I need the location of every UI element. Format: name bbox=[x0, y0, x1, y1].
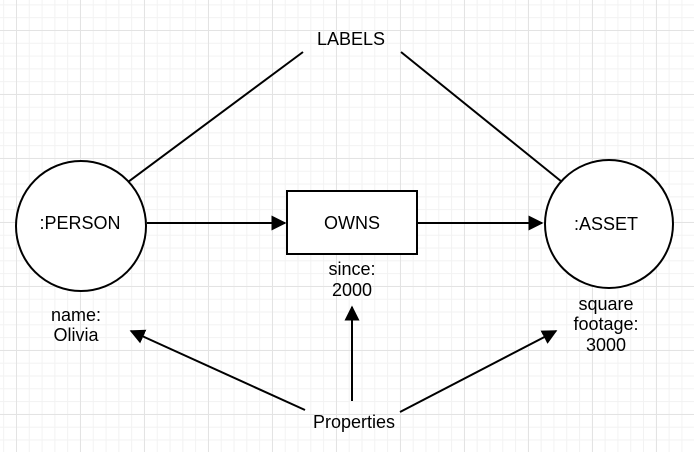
owns-property-line-1: since: bbox=[328, 259, 375, 279]
owns-relationship-box[interactable] bbox=[286, 190, 418, 255]
person-node-label: :PERSON bbox=[39, 213, 120, 233]
arrow-properties-to-person-property[interactable] bbox=[129, 329, 306, 411]
person-property-line-1: name: bbox=[51, 305, 101, 325]
asset-node-label: :ASSET bbox=[574, 214, 638, 234]
asset-property-line-3: 3000 bbox=[586, 335, 626, 355]
annotations: LABELS Properties name: Olivia since: 20… bbox=[51, 29, 639, 432]
owns-property-line-2: 2000 bbox=[332, 280, 372, 300]
asset-property-line-1: square bbox=[578, 294, 633, 314]
edges bbox=[95, 51, 595, 413]
nodes: :PERSON OWNS :ASSET bbox=[15, 159, 674, 292]
asset-property-text[interactable]: square footage: 3000 bbox=[573, 294, 638, 355]
owns-property-text[interactable]: since: 2000 bbox=[328, 259, 375, 300]
person-node[interactable] bbox=[15, 160, 147, 292]
person-property-text[interactable]: name: Olivia bbox=[51, 305, 101, 345]
asset-node[interactable] bbox=[544, 159, 674, 289]
labels-annotation[interactable]: LABELS bbox=[317, 29, 385, 49]
owns-relationship-label: OWNS bbox=[324, 213, 380, 233]
properties-annotation[interactable]: Properties bbox=[313, 412, 395, 432]
arrow-properties-to-asset-property[interactable] bbox=[399, 330, 558, 413]
arrow-labels-to-person[interactable] bbox=[95, 51, 304, 206]
asset-property-line-2: footage: bbox=[573, 314, 638, 334]
person-property-line-2: Olivia bbox=[53, 325, 99, 345]
